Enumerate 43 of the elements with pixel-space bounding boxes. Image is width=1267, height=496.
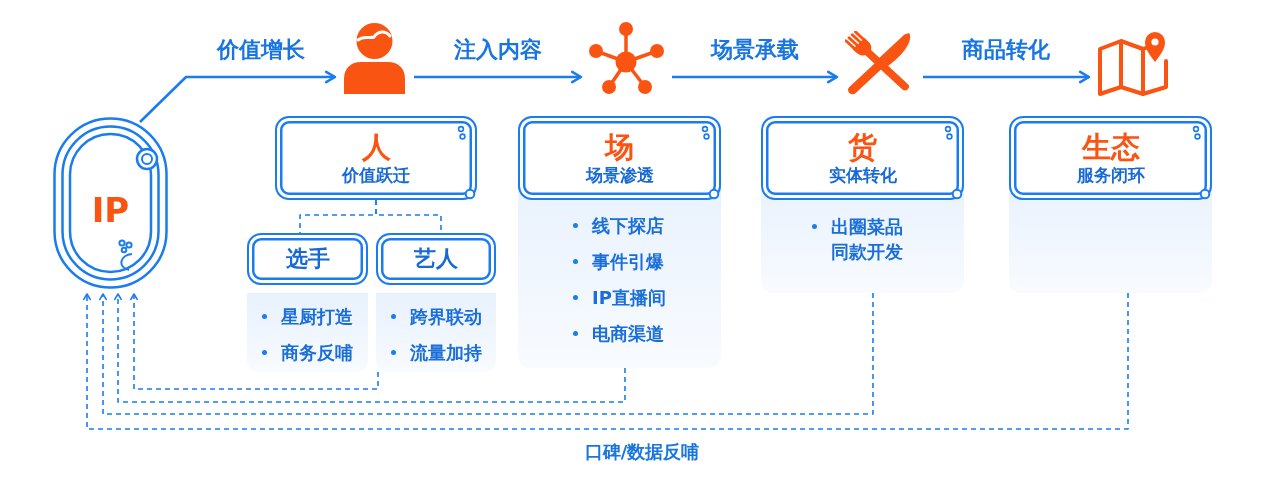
list-item: IP直播间 <box>592 286 666 310</box>
node-title: IP <box>91 189 130 230</box>
info-card <box>761 116 964 293</box>
card-subtitle: 服务闭环 <box>1076 164 1145 186</box>
arrow <box>923 70 1091 84</box>
list-item: 跨界联动 <box>409 305 482 329</box>
card-subtitle: 实体转化 <box>828 164 897 186</box>
edge-label: 场景承载 <box>707 36 802 64</box>
list-item: 出圈菜品同款开发 <box>830 215 904 264</box>
dashed-arrow <box>99 292 874 415</box>
map-pin-icon <box>1097 29 1169 97</box>
list-item: 线下探店 <box>592 214 665 238</box>
person-icon <box>343 22 406 94</box>
card-title: 生态 <box>1081 130 1140 164</box>
card-title: 场 <box>605 130 634 164</box>
edge-label: 价值增长 <box>213 36 308 64</box>
dashed-arrow <box>83 292 1129 430</box>
list-item: 电商渠道 <box>592 322 665 346</box>
edge-label: 注入内容 <box>450 36 545 64</box>
card-title: 选手 <box>285 245 330 273</box>
info-card <box>518 116 721 368</box>
edge-label: 商品转化 <box>959 36 1053 64</box>
list-item: 事件引爆 <box>592 250 665 274</box>
list-item: 流量加持 <box>409 341 482 365</box>
info-card <box>376 233 496 372</box>
card-title: 人 <box>361 130 391 164</box>
network-icon <box>589 22 664 95</box>
list-item: 商务反哺 <box>281 341 353 365</box>
card-header <box>275 116 477 200</box>
ip-capsule <box>53 117 168 289</box>
card-subtitle: 价值跃迁 <box>342 164 410 186</box>
card-title: 货 <box>848 130 877 164</box>
arrow <box>672 70 839 84</box>
dashed-arrow <box>130 293 379 390</box>
card-subtitle: 场景渗透 <box>585 164 654 186</box>
arrow <box>139 70 337 123</box>
card-title: 艺人 <box>414 245 458 273</box>
list-item: 星厨打造 <box>281 305 353 329</box>
info-card <box>1009 116 1212 293</box>
dashed-arrow <box>114 293 626 403</box>
info-card <box>247 233 368 372</box>
feedback-label: 口碑/数据反哺 <box>584 440 700 464</box>
arrow <box>414 70 583 84</box>
